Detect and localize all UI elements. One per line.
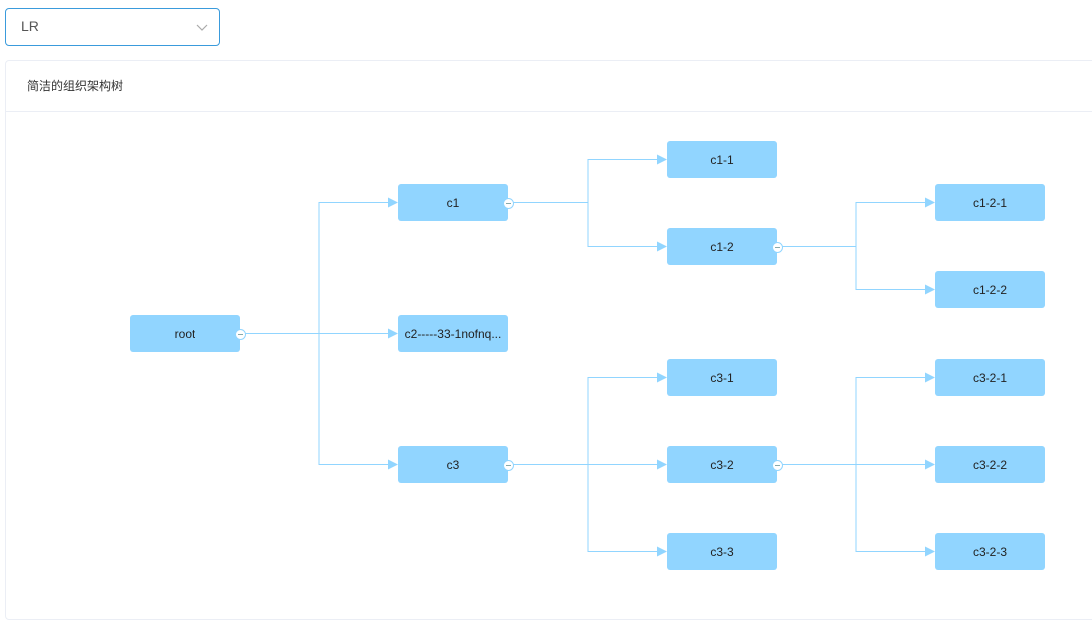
tree-node-c3-2-2[interactable]: c3-2-2: [935, 446, 1045, 483]
tree-node-label: c2-----33-1nofnq...: [404, 326, 502, 341]
tree-node-label: c3-2: [710, 457, 734, 472]
org-tree-canvas: [240, 154, 935, 557]
tree-node-root[interactable]: root: [130, 315, 240, 352]
tree-edge: [508, 202, 658, 247]
tree-edge: [508, 159, 658, 203]
tree-node-c1[interactable]: c1: [398, 184, 508, 221]
tree-node-label: c1-2-2: [972, 282, 1007, 297]
org-tree-card: 简洁的组织架构树: [5, 60, 1092, 620]
tree-edge: [508, 377, 658, 465]
tree-node-label: c1-1: [710, 152, 734, 167]
tree-node-label: c3-1: [710, 370, 734, 385]
tree-edge: [777, 202, 926, 247]
tree-node-c1-1[interactable]: c1-1: [667, 141, 777, 178]
tree-node-c3-1[interactable]: c3-1: [667, 359, 777, 396]
tree-node-c3[interactable]: c3: [398, 446, 508, 483]
tree-edge: [240, 333, 389, 465]
tree-node-c3-3[interactable]: c3-3: [667, 533, 777, 570]
arrow-head-icon: [925, 197, 935, 208]
arrow-head-icon: [657, 459, 667, 470]
tree-node-label: c1-2: [710, 239, 734, 254]
tree-node-label: c3-2-2: [972, 457, 1007, 472]
tree-edge: [777, 464, 926, 552]
tree-node-label: c1-2-1: [972, 195, 1007, 210]
tree-node-c1-2[interactable]: c1-2: [667, 228, 777, 265]
arrow-head-icon: [925, 284, 935, 295]
card-header: 简洁的组织架构树: [6, 61, 1092, 112]
tree-node-c3-2[interactable]: c3-2: [667, 446, 777, 483]
collapse-icon[interactable]: [772, 459, 783, 471]
tree-edge: [508, 464, 658, 552]
chevron-down-icon: [196, 24, 208, 31]
arrow-head-icon: [388, 459, 398, 470]
arrow-head-icon: [388, 328, 398, 339]
arrow-head-icon: [657, 546, 667, 557]
collapse-icon[interactable]: [503, 459, 514, 471]
tree-node-label: c3-3: [710, 544, 734, 559]
tree-node-label: root: [174, 326, 196, 341]
tree-edge: [777, 377, 926, 465]
arrow-head-icon: [925, 459, 935, 470]
arrow-head-icon: [657, 241, 667, 252]
arrow-head-icon: [657, 372, 667, 383]
arrow-head-icon: [657, 154, 667, 165]
tree-node-label: c1: [446, 195, 460, 210]
collapse-icon[interactable]: [235, 328, 246, 340]
tree-node-label: c3-2-3: [972, 544, 1007, 559]
arrow-head-icon: [925, 546, 935, 557]
arrow-head-icon: [388, 197, 398, 208]
layout-select[interactable]: LR: [5, 8, 220, 46]
tree-node-label: c3-2-1: [972, 370, 1007, 385]
collapse-icon[interactable]: [503, 197, 514, 209]
tree-node-c1-2-1[interactable]: c1-2-1: [935, 184, 1045, 221]
tree-edge: [240, 202, 389, 334]
collapse-icon[interactable]: [772, 241, 783, 253]
tree-node-label: c3: [446, 457, 460, 472]
tree-node-c1-2-2[interactable]: c1-2-2: [935, 271, 1045, 308]
card-title: 简洁的组织架构树: [27, 79, 124, 93]
tree-edge: [777, 246, 926, 290]
tree-node-c3-2-1[interactable]: c3-2-1: [935, 359, 1045, 396]
tree-node-c3-2-3[interactable]: c3-2-3: [935, 533, 1045, 570]
layout-select-value: LR: [21, 18, 39, 34]
arrow-head-icon: [925, 372, 935, 383]
tree-node-c2[interactable]: c2-----33-1nofnq...: [398, 315, 508, 352]
